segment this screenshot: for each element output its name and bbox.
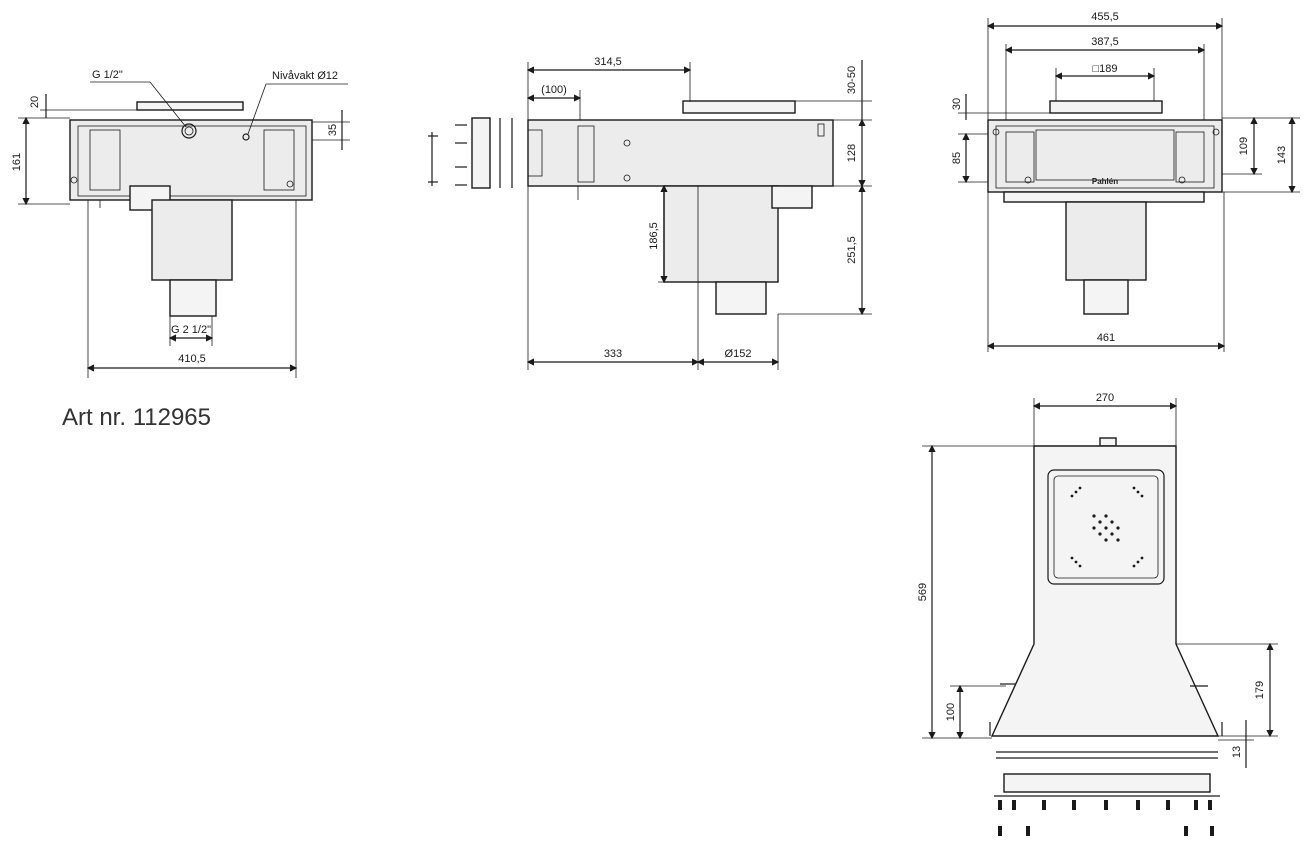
- front-dim-20: 20: [29, 96, 41, 108]
- top-skimmer-lid: [1047, 469, 1165, 585]
- front-top-flange: [136, 101, 244, 111]
- top-screws: [998, 800, 1214, 836]
- side-dim-186-5: 186,5: [648, 222, 660, 250]
- side-dim-152: Ø152: [725, 348, 752, 360]
- front-outlet-housing: [151, 199, 233, 281]
- rear-dim-109: 109: [1238, 137, 1250, 155]
- front-label-g-half: G 1/2": [92, 69, 123, 81]
- side-gasket-plate: [471, 117, 491, 189]
- front-body: [69, 119, 313, 201]
- top-dim-270: 270: [1096, 392, 1114, 404]
- side-dim-333: 333: [604, 348, 622, 360]
- front-dim-35: 35: [327, 124, 339, 136]
- article-number: Art nr. 112965: [62, 404, 211, 431]
- side-dim-128: 128: [846, 144, 858, 162]
- front-dim-g-2-half: G 2 1/2": [171, 324, 211, 336]
- rear-dim-189: □189: [1093, 63, 1118, 75]
- front-g-half-port: [181, 123, 197, 139]
- side-view: 314,5 (100) 30-50 128 251,5 186,5 333 Ø1…: [428, 56, 872, 370]
- rear-view: Pahlén 455,5 387,5 □189 30 85 109 143 46…: [951, 11, 1300, 352]
- side-body: [527, 119, 834, 187]
- top-face-plate: [1003, 773, 1211, 793]
- rear-top-flange: [1049, 100, 1163, 114]
- rear-outlet-housing: [1065, 201, 1147, 281]
- side-outlet-housing: [663, 185, 779, 283]
- top-lid-holes: [1070, 486, 1144, 568]
- top-body: [990, 445, 1220, 737]
- side-outlet-pipe: [715, 281, 767, 315]
- front-level-sensor: [242, 133, 250, 141]
- rear-dim-85: 85: [951, 152, 963, 164]
- rear-dim-387-5: 387,5: [1091, 36, 1119, 48]
- front-label-nivavakt: Nivåvakt Ø12: [272, 70, 338, 82]
- rear-dim-30: 30: [951, 98, 963, 110]
- front-dim-161: 161: [11, 153, 23, 171]
- rear-brand-label: Pahlén: [1092, 177, 1118, 186]
- top-dim-100: 100: [945, 703, 957, 721]
- side-dim-30-50: 30-50: [846, 66, 858, 94]
- front-view: 410,5 G 2 1/2" 161 20 35 G 1/2" Nivåvakt…: [11, 69, 350, 378]
- front-outlet-pipe: [169, 279, 217, 317]
- rear-dim-461: 461: [1097, 332, 1115, 344]
- side-dim-251-5: 251,5: [846, 236, 858, 264]
- side-top-flange: [682, 100, 796, 114]
- rear-dim-455-5: 455,5: [1091, 11, 1119, 23]
- top-dim-13: 13: [1231, 746, 1243, 758]
- side-dim-314-5: 314,5: [594, 56, 622, 68]
- side-dim-100: (100): [541, 84, 567, 96]
- front-dim-410-5: 410,5: [178, 353, 206, 365]
- top-dim-569: 569: [917, 583, 929, 601]
- rear-outlet-pipe: [1083, 279, 1129, 315]
- top-view: 270 569 100 179 13: [917, 392, 1278, 836]
- rear-dim-143: 143: [1276, 146, 1288, 164]
- top-dim-179: 179: [1254, 681, 1266, 699]
- side-screws: [455, 124, 467, 186]
